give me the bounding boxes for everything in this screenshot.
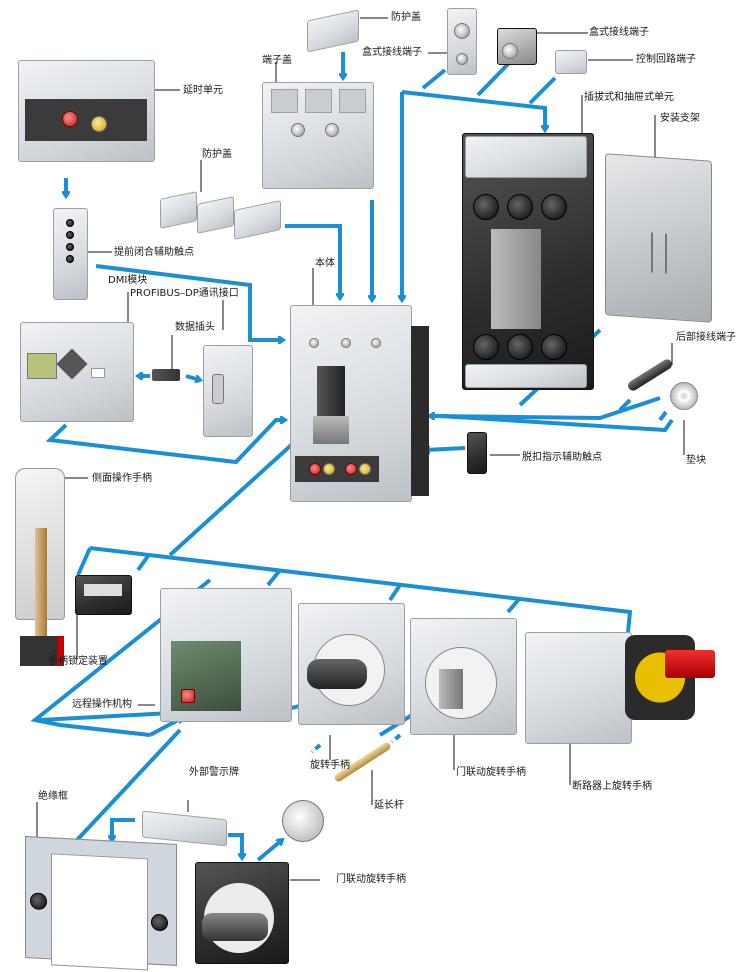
plugin-withdrawable-unit-image — [462, 133, 594, 390]
breaker-mounted-rotary-handle-image — [525, 632, 632, 744]
coupling-head-image — [282, 800, 324, 842]
side-operating-handle-image — [15, 468, 65, 668]
label-protective-cover-mid: 防护盖 — [202, 149, 232, 160]
label-profibus-interface: PROFIBUS–DP通讯接口 — [130, 288, 239, 299]
label-rear-terminal: 后部接线端子 — [676, 332, 736, 343]
delay-unit-image — [18, 60, 155, 162]
label-plugin-withdrawable-unit: 插拔式和抽屉式单元 — [584, 92, 674, 103]
breaker-handle-red-lever — [665, 650, 715, 678]
mounting-bracket-image — [605, 153, 712, 323]
line-body-to-handles — [168, 426, 312, 557]
arrow-plug-to-profibus — [185, 374, 200, 380]
line-body-to-frame — [30, 578, 212, 737]
label-mounting-bracket: 安装支架 — [660, 113, 700, 124]
arrow-dmi-to-body — [45, 420, 285, 465]
box-terminal-right-image — [497, 28, 537, 65]
early-make-aux-contact-image — [53, 208, 88, 300]
label-insulating-frame: 绝缘框 — [38, 791, 68, 802]
box-terminal-left-image — [447, 8, 477, 75]
label-handle-locking-device: 手柄锁定装置 — [48, 656, 108, 667]
motor-operator-image — [160, 588, 292, 722]
label-spacer: 垫块 — [686, 455, 706, 466]
line-to-insulating-frame — [75, 728, 182, 842]
insulating-frame-image — [25, 836, 177, 971]
door-coupling-rotary-handle-mid-image — [410, 618, 517, 735]
label-main-body: 本体 — [315, 258, 335, 269]
trip-indicator-aux-contact-image — [467, 432, 487, 474]
handle-locking-device-image — [75, 575, 132, 615]
label-side-operating-handle: 侧面操作手柄 — [92, 473, 152, 484]
label-box-terminal-left: 盒式接线端子 — [362, 47, 422, 58]
arrow-mid-cover-to-body — [285, 224, 340, 298]
dmi-module-image — [20, 322, 134, 422]
arrow-rear-to-body — [430, 396, 661, 418]
label-external-warning-sign: 外部警示牌 — [189, 767, 239, 778]
label-breaker-mounted-rotary-handle: 断路器上旋转手柄 — [572, 781, 652, 792]
label-terminal-cover: 端子盖 — [262, 55, 292, 66]
label-control-circuit-terminal: 控制回路端子 — [636, 54, 696, 65]
control-circuit-terminal-image — [555, 50, 587, 74]
spacer-image — [670, 382, 698, 410]
arrow-trip-contact-to-body — [425, 448, 466, 450]
label-trip-indicator-aux-contact: 脱扣指示辅助触点 — [522, 452, 602, 463]
label-door-coupling-rotary-handle-bottom: 门联动旋转手柄 — [336, 874, 406, 885]
label-motor-operator: 远程操作机构 — [72, 699, 132, 710]
label-early-make-aux-contact: 提前闭合辅助触点 — [114, 247, 194, 258]
label-extension-shaft: 延长杆 — [374, 800, 404, 811]
label-delay-unit: 延时单元 — [183, 85, 223, 96]
door-coupling-rotary-handle-bottom-image — [195, 862, 289, 964]
bus-handles — [89, 546, 633, 633]
label-dmi-module: DMI模块 — [108, 275, 148, 286]
terminal-cover-image — [262, 82, 374, 189]
label-data-plug: 数据插头 — [175, 322, 215, 333]
rotary-handle-image — [298, 603, 405, 725]
label-box-terminal-right: 盒式接线端子 — [589, 27, 649, 38]
profibus-interface-image — [203, 345, 253, 437]
label-door-coupling-rotary-handle-mid: 门联动旋转手柄 — [456, 767, 526, 778]
main-body-image — [290, 305, 429, 502]
label-protective-cover-top: 防护盖 — [391, 12, 421, 23]
label-rotary-handle: 旋转手柄 — [310, 760, 350, 771]
data-plug-image — [152, 369, 180, 381]
arrow-contact-to-body — [95, 264, 283, 340]
